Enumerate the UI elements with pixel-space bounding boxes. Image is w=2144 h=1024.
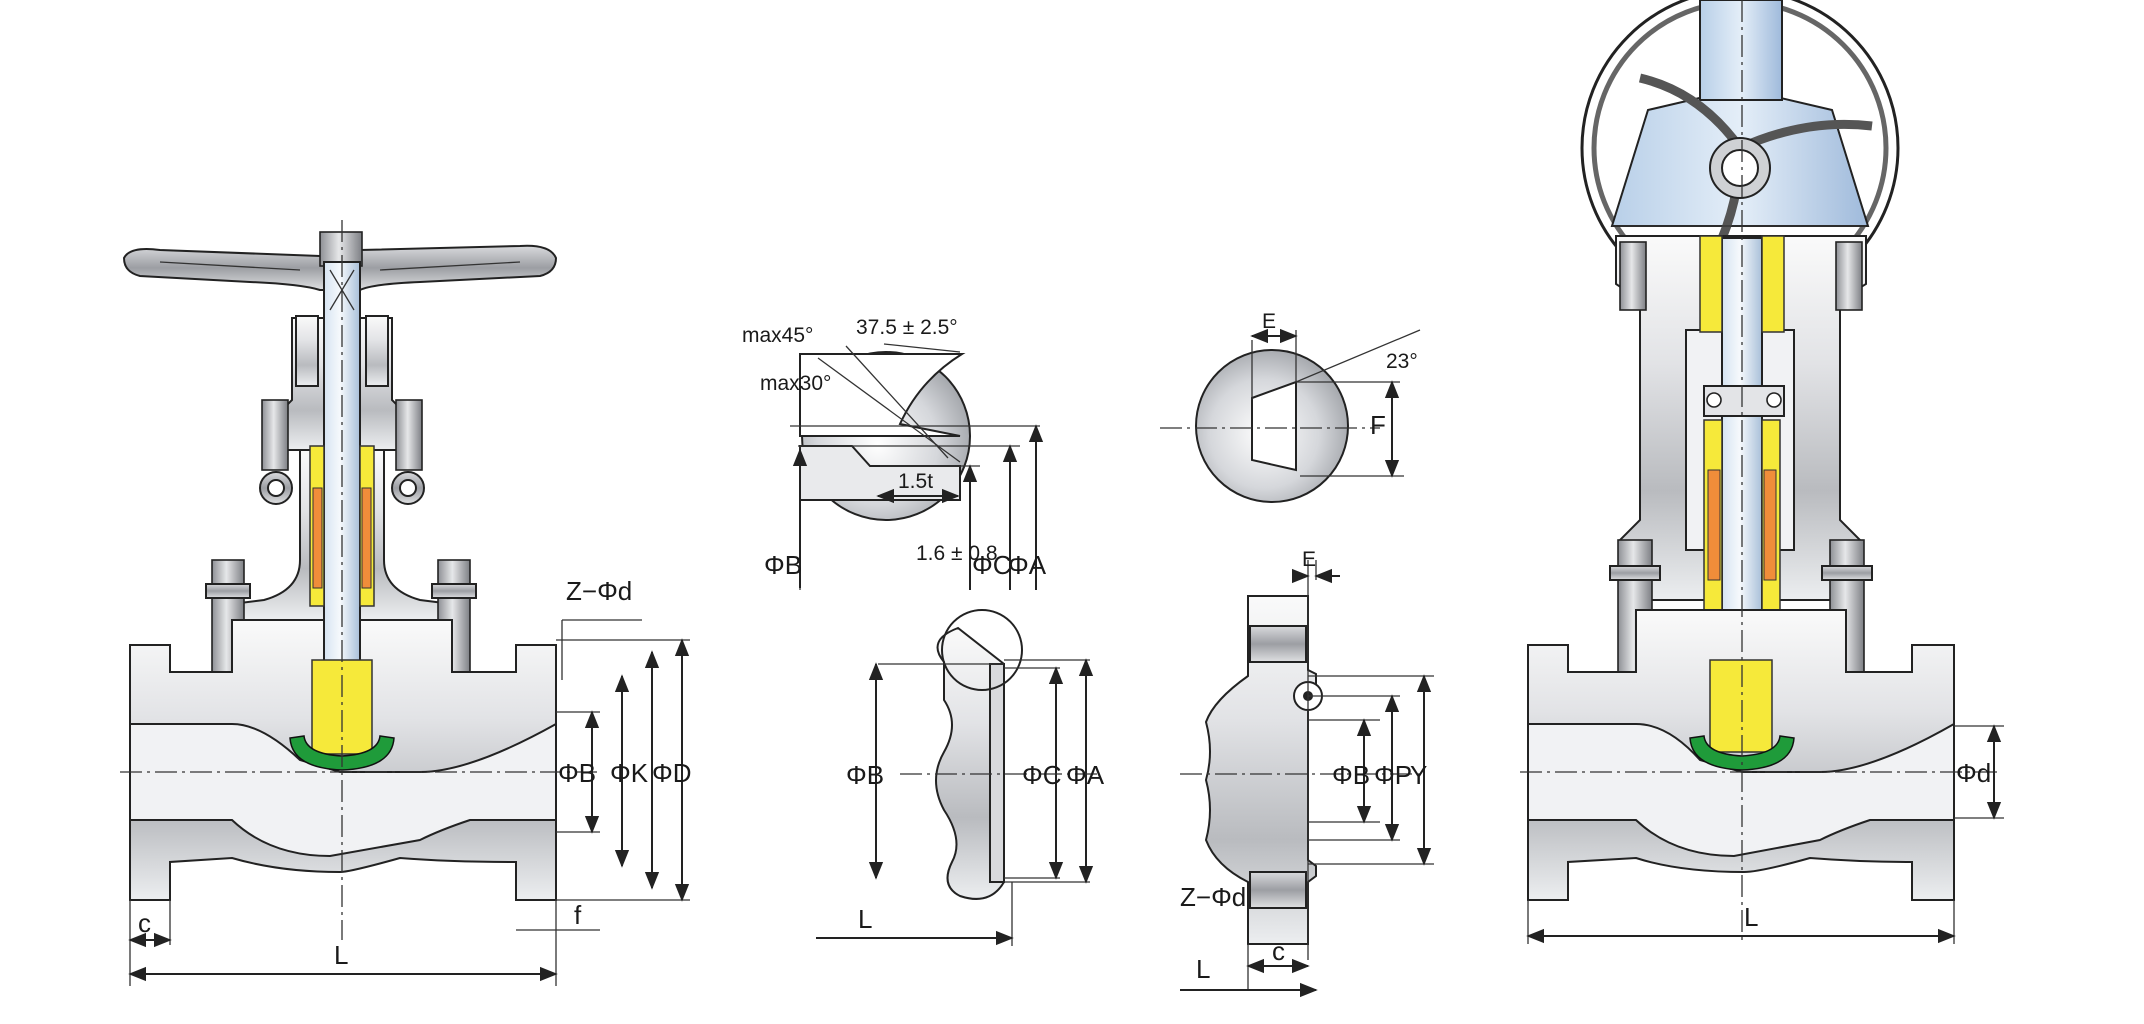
globe-valve-flanged-view: ΦB ΦK ΦD Z−Φd c L f: [120, 220, 692, 986]
rj-label-p: ΦP: [1374, 760, 1412, 790]
v1-label-z-d: Z−Φd: [566, 576, 632, 606]
bonnet-bolt-icon: [261, 399, 289, 471]
rj-label-z-d: Z−Φd: [1180, 882, 1246, 912]
bw-label-c: ΦC: [972, 550, 1012, 580]
v4-label-d: Φd: [1956, 758, 1991, 788]
v4-label-l: L: [1744, 902, 1758, 932]
pipe-section: [935, 626, 1005, 900]
sw-label-23: 23°: [1386, 350, 1418, 373]
bw-label-a: ΦA: [1008, 550, 1047, 580]
butt-weld-end-section-view: ΦB ΦC ΦA L: [816, 609, 1105, 946]
bwe-label-b: ΦB: [846, 760, 884, 790]
detail-marker-circle: [941, 609, 1023, 691]
bw-label-1-6: 1.6 ± 0.8: [916, 542, 998, 565]
flow-passage: [1527, 722, 1955, 858]
bwe-label-c: ΦC: [1022, 760, 1062, 790]
bolt-icon: [1835, 241, 1863, 311]
v1-label-k: ΦK: [610, 758, 649, 788]
bw-label-max45: max45°: [742, 324, 813, 347]
rj-label-l: L: [1196, 954, 1210, 984]
bolt-icon: [1619, 241, 1647, 311]
v1-label-c: c: [138, 908, 151, 938]
butt-weld-detail-view: max45° max30° 37.5 ± 2.5° 1.5t 1.6 ± 0.8…: [742, 316, 1047, 590]
sw-label-e: E: [1262, 310, 1276, 333]
bwe-label-a: ΦA: [1066, 760, 1105, 790]
bw-label-b: ΦB: [764, 550, 802, 580]
bonnet-bolt-icon: [395, 399, 423, 471]
socket-weld-detail-view: E 23° F: [1160, 310, 1421, 503]
rj-label-e: E: [1302, 548, 1316, 571]
bw-label-1-5t: 1.5t: [898, 470, 933, 493]
ring-joint-flange-view: E ΦB ΦP Y Z−Φd c L: [1180, 548, 1434, 998]
rj-label-y: Y: [1410, 760, 1427, 790]
stem-nut-icon: [319, 231, 363, 267]
v1-label-f: f: [574, 900, 582, 930]
rj-label-c: c: [1272, 936, 1285, 966]
v1-label-b: ΦB: [558, 758, 596, 788]
gear-operated-globe-valve-view: Φd L: [1520, 0, 2004, 944]
seat-ring: [289, 735, 395, 771]
v1-label-d: ΦD: [652, 758, 692, 788]
sw-label-f: F: [1370, 410, 1386, 440]
bw-label-angle: 37.5 ± 2.5°: [856, 316, 958, 339]
bw-label-max30: max30°: [760, 372, 831, 395]
flow-passage: [129, 722, 557, 858]
v1-label-l: L: [334, 940, 348, 970]
rj-label-b: ΦB: [1332, 760, 1370, 790]
seat-ring: [1689, 735, 1795, 771]
bwe-label-l: L: [858, 904, 872, 934]
